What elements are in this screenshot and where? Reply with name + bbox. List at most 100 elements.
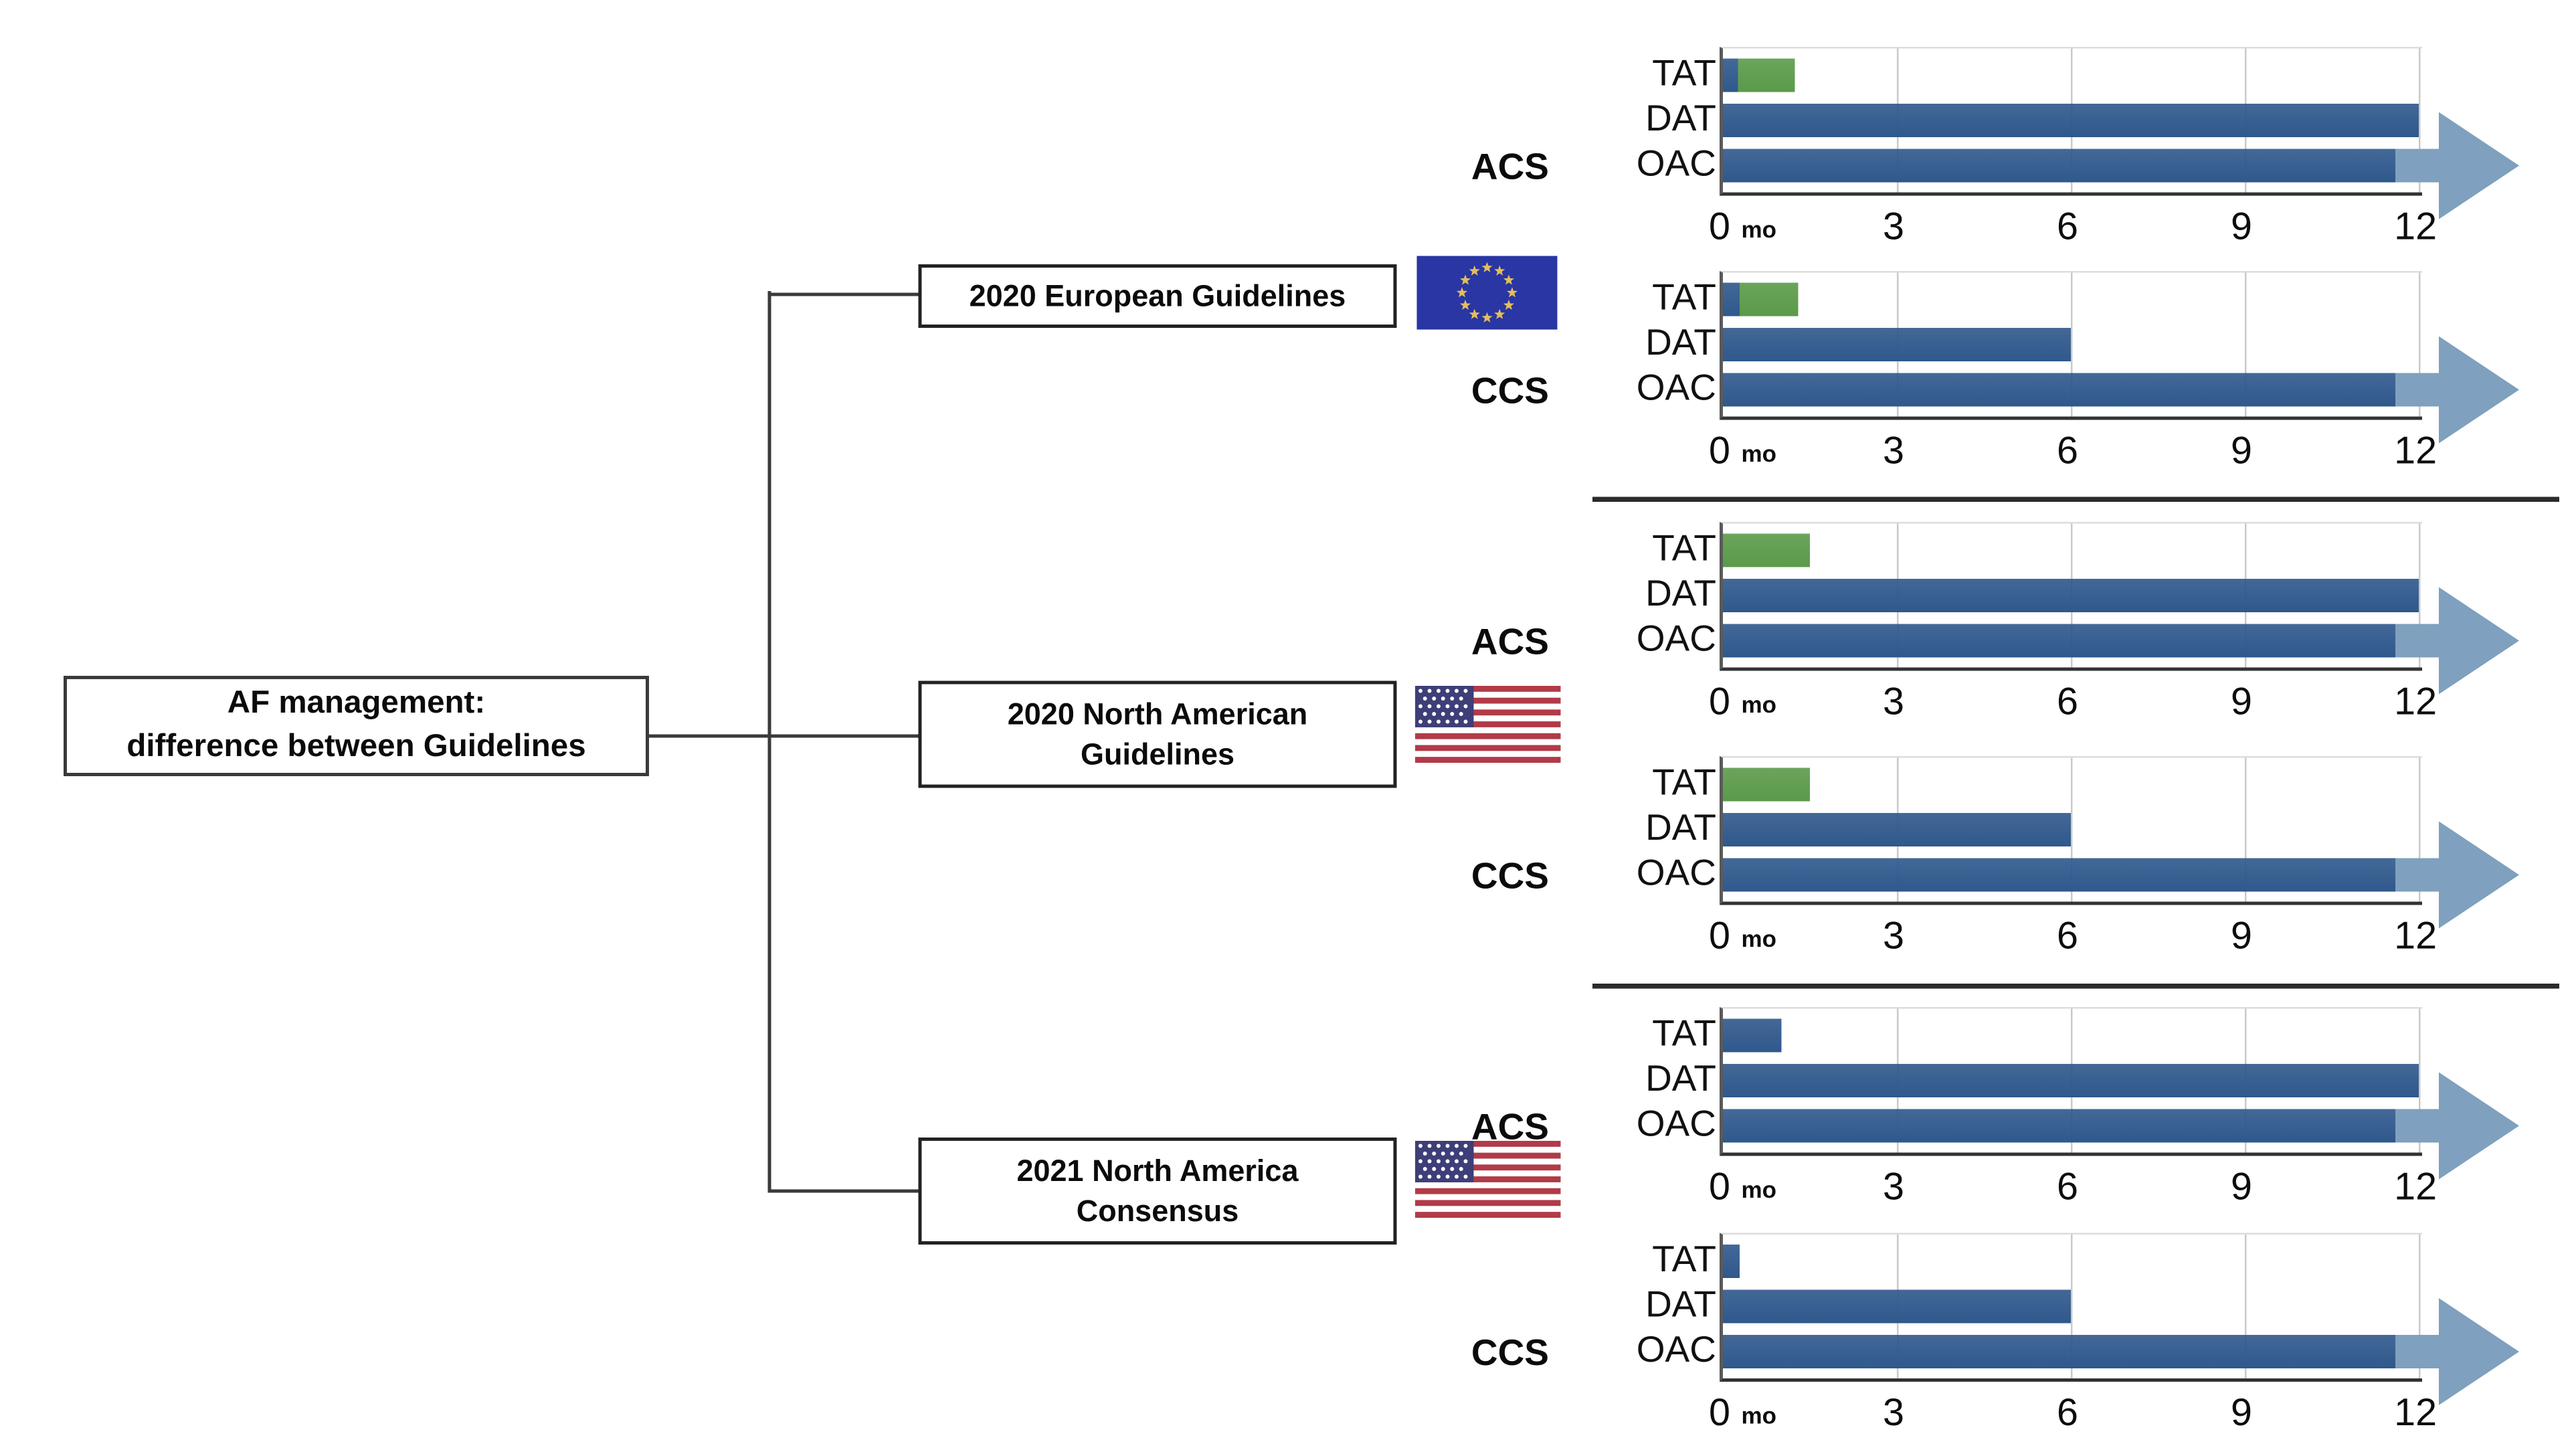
axis-tick-label: 6 (2057, 204, 2079, 248)
continuation-arrow-icon (2395, 336, 2519, 444)
axis-tick-label: 0 (1708, 428, 1730, 472)
branch-box-european-2020: 2020 European Guidelines (918, 264, 1397, 328)
bar-label: DAT (1645, 321, 1716, 363)
bar-segment-blue (1723, 328, 2072, 361)
axis-tick-label: 9 (2231, 428, 2253, 472)
root-title-box: AF management: difference between Guidel… (64, 676, 649, 776)
bar-segment-blue (1723, 58, 1738, 92)
bar-segment-blue (1723, 1064, 2419, 1097)
axis-tick-label: 6 (2057, 679, 2079, 723)
axis-tick-label: 9 (2231, 679, 2253, 723)
gridline (2419, 1008, 2421, 1153)
axis-tick-label: 0 (1708, 679, 1730, 723)
gridline (2419, 1235, 2421, 1378)
axis-tick-label: 3 (1882, 679, 1904, 723)
plot-area (1720, 1233, 2519, 1405)
group-separator (1592, 496, 2559, 502)
bar-label: TAT (1652, 527, 1716, 569)
bar-label: OAC (1636, 1102, 1716, 1145)
axis-tick-label: 0 (1708, 1390, 1730, 1434)
bar-label: DAT (1645, 806, 1716, 848)
branch-label-line1: 2021 North America (1016, 1154, 1299, 1188)
axis-tick-label: 0 (1708, 1164, 1730, 1208)
bar-segment-blue (1723, 1335, 2419, 1368)
panel-label: CCS (1471, 854, 1549, 897)
axis-tick-label: 9 (2231, 1164, 2253, 1208)
plot-area (1720, 756, 2519, 929)
axis-tick-label: 12 (2394, 204, 2437, 248)
continuation-arrow-icon (2395, 112, 2519, 219)
bar-label: DAT (1645, 1057, 1716, 1099)
eu-flag-icon (1416, 256, 1558, 330)
axis-tick-label: 12 (2394, 1390, 2437, 1434)
bar-segment-green (1723, 533, 1810, 567)
bar-segment-blue (1723, 813, 2072, 846)
axis-unit-label: mo (1741, 691, 1777, 718)
bar-label: TAT (1652, 761, 1716, 804)
axis-unit-label: mo (1741, 215, 1777, 243)
axis-tick-label: 6 (2057, 428, 2079, 472)
axis-tick-label: 9 (2231, 1390, 2253, 1434)
axis-unit-label: mo (1741, 1176, 1777, 1203)
plot-area (1720, 271, 2519, 444)
axis-tick-label: 6 (2057, 1164, 2079, 1208)
bar-segment-blue (1723, 1245, 1740, 1278)
root-title-line2: difference between Guidelines (126, 729, 586, 765)
axis-tick-label: 3 (1882, 1390, 1904, 1434)
bar-label: OAC (1636, 1328, 1716, 1370)
panel-label: ACS (1471, 145, 1549, 188)
bar-label: TAT (1652, 276, 1716, 319)
branch-label-line1: 2020 North American (1007, 697, 1308, 731)
axis-tick-label: 3 (1882, 913, 1904, 957)
continuation-arrow-icon (2395, 821, 2519, 929)
gridline (2245, 1235, 2247, 1378)
continuation-arrow-icon (2395, 587, 2519, 695)
bar-segment-blue (1723, 1289, 2072, 1324)
continuation-arrow-icon (2395, 1072, 2519, 1180)
gridline (2071, 1235, 2073, 1378)
bar-segment-blue (1723, 373, 2419, 407)
connector-branch-2021 (767, 1188, 921, 1194)
bar-label: TAT (1652, 1012, 1716, 1055)
branch-label-line1: 2020 European Guidelines (969, 279, 1346, 313)
bar-label: OAC (1636, 366, 1716, 409)
bar-label: TAT (1652, 52, 1716, 94)
bar-segment-green (1740, 282, 1799, 316)
panel-label: CCS (1471, 1332, 1549, 1374)
axis-tick-label: 0 (1708, 204, 1730, 248)
plot-area (1720, 47, 2519, 219)
axis-tick-label: 6 (2057, 913, 2079, 957)
bar-label: DAT (1645, 572, 1716, 614)
branch-label-line2: Guidelines (1080, 737, 1235, 771)
bar-segment-blue (1723, 858, 2419, 892)
gridline (2419, 48, 2421, 193)
panel-label: CCS (1471, 369, 1549, 412)
root-title-line1: AF management: (227, 685, 486, 721)
branch-label-line2: Consensus (1076, 1194, 1239, 1228)
group-separator (1592, 984, 2559, 989)
axis-unit-label: mo (1741, 440, 1777, 467)
axis-tick-label: 6 (2057, 1390, 2079, 1434)
panel-label: ACS (1471, 620, 1549, 663)
connector-vertical (767, 291, 772, 1193)
axis-tick-label: 0 (1708, 913, 1730, 957)
bar-segment-blue (1723, 624, 2419, 658)
connector-branch-european (767, 292, 921, 297)
plot-area (1720, 1007, 2519, 1180)
axis-tick-label: 3 (1882, 204, 1904, 248)
axis-tick-label: 12 (2394, 913, 2437, 957)
bar-label: DAT (1645, 1283, 1716, 1326)
axis-unit-label: mo (1741, 925, 1777, 952)
gridline (2419, 272, 2421, 417)
bar-label: OAC (1636, 617, 1716, 660)
axis-unit-label: mo (1741, 1402, 1777, 1429)
us-flag-icon (1415, 1141, 1561, 1218)
bar-segment-green (1723, 767, 1810, 802)
axis-tick-label: 12 (2394, 428, 2437, 472)
